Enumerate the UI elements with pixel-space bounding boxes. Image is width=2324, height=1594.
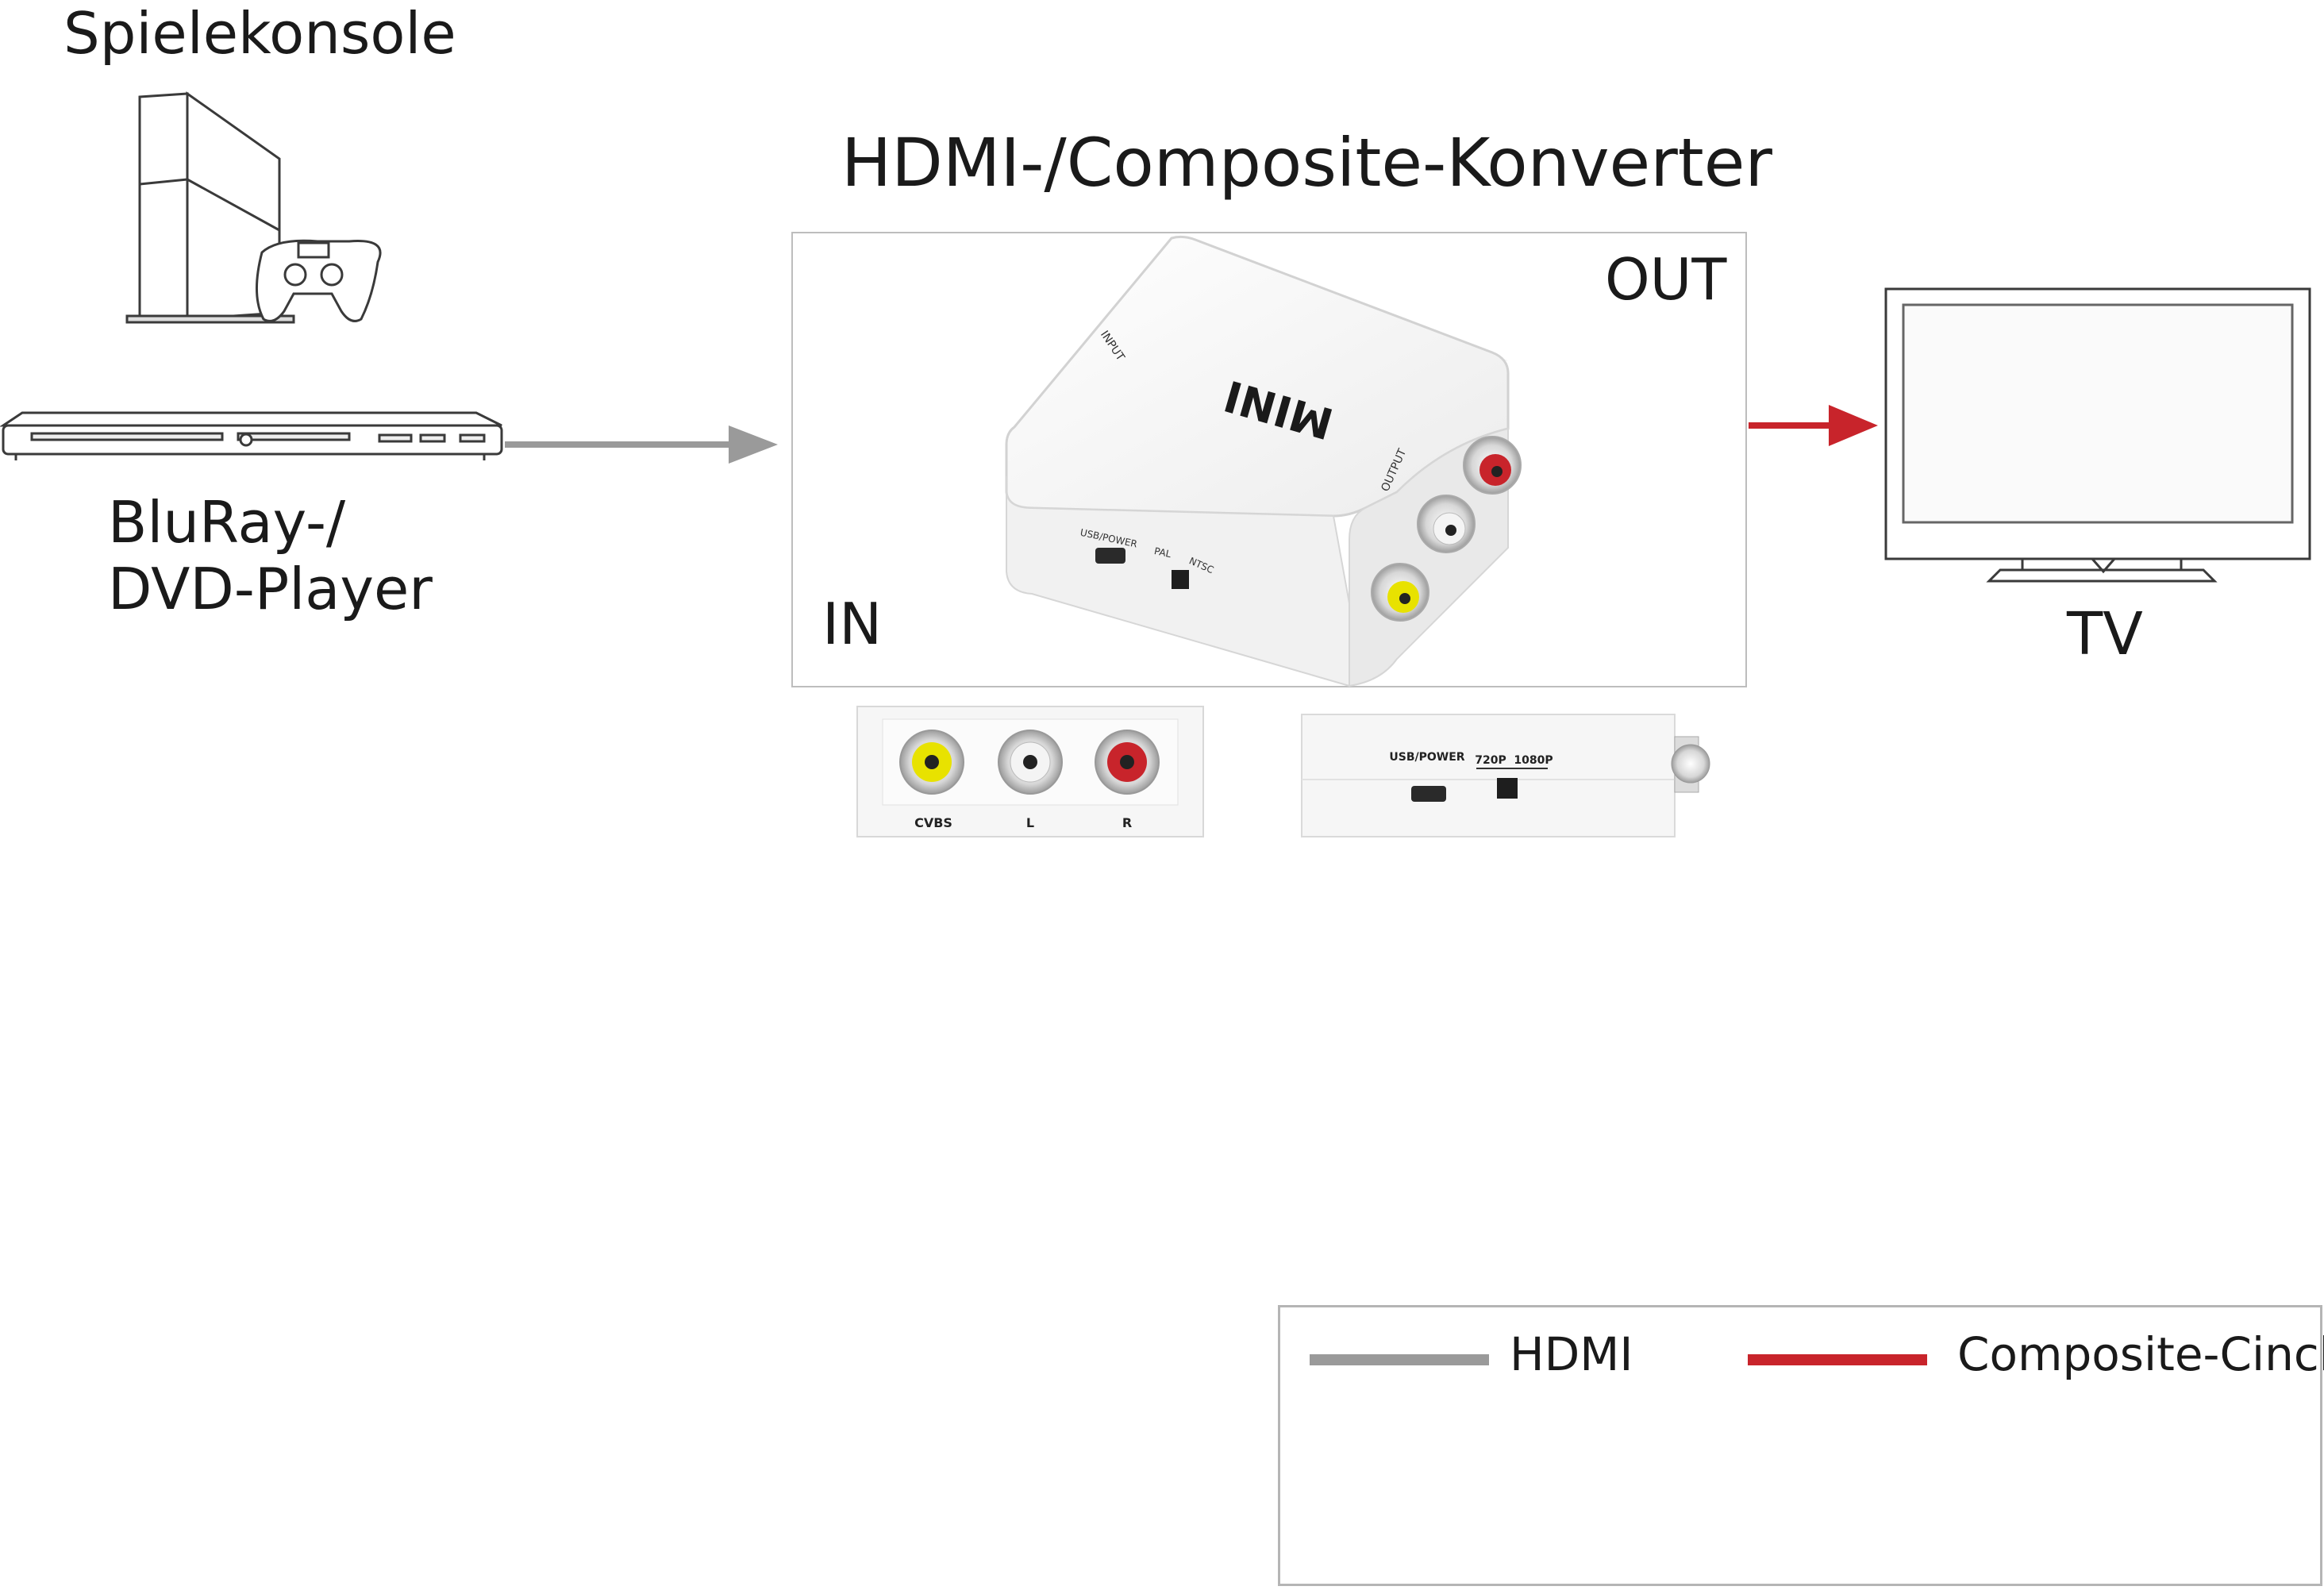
resolution-switch-icon xyxy=(1497,778,1518,799)
out-label: OUT xyxy=(1605,246,1727,313)
side-usb-power-print: USB/POWER xyxy=(1389,751,1464,764)
tv-illustration xyxy=(1884,287,2311,583)
usb-port-icon xyxy=(1095,548,1125,564)
rca-jack-red-icon xyxy=(1463,436,1522,495)
bluray-player-illustration xyxy=(0,411,503,460)
legend-hdmi-label: HDMI xyxy=(1510,1327,1633,1381)
cvbs-print: CVBS xyxy=(914,815,952,830)
front-jack-yellow-icon xyxy=(899,730,964,795)
front-jack-white-icon xyxy=(998,730,1063,795)
legend-composite-swatch xyxy=(1748,1354,1927,1365)
in-label: IN xyxy=(822,591,883,657)
converter-device-illustration: MINI INPUT OUTPUT USB/POWER PAL NTSC xyxy=(1005,235,1522,687)
console-label: Spielekonsole xyxy=(63,0,456,67)
legend-composite-label: Composite-Cinch xyxy=(1957,1327,2324,1381)
converter-title: HDMI-/Composite-Konverter xyxy=(841,124,1772,202)
res-1080-print: 1080P xyxy=(1514,754,1553,767)
rca-jack-yellow-icon xyxy=(1371,563,1429,622)
converter-side-view: USB/POWER 720P 1080P xyxy=(1301,714,1710,837)
player-label-line1: BluRay-/ xyxy=(108,489,346,556)
player-label-line2: DVD-Player xyxy=(108,556,433,622)
hdmi-arrow xyxy=(505,425,778,464)
legend-hdmi-swatch xyxy=(1310,1354,1489,1365)
composite-arrow xyxy=(1749,405,1878,446)
game-console-illustration xyxy=(125,91,382,324)
l-print: L xyxy=(1026,815,1034,830)
pal-ntsc-switch-icon xyxy=(1172,570,1189,589)
gamepad-icon xyxy=(256,239,382,322)
r-print: R xyxy=(1122,815,1132,830)
pal-print: PAL xyxy=(1153,545,1172,560)
legend xyxy=(1278,1305,2322,1586)
front-jack-red-icon xyxy=(1095,730,1160,795)
side-usb-port-icon xyxy=(1411,786,1446,802)
converter-front-view: CVBS L R xyxy=(856,706,1204,837)
converter-frame xyxy=(791,232,1747,687)
rca-jack-white-icon xyxy=(1417,495,1476,553)
tv-label: TV xyxy=(2067,600,2143,668)
res-720-print: 720P xyxy=(1475,754,1506,767)
